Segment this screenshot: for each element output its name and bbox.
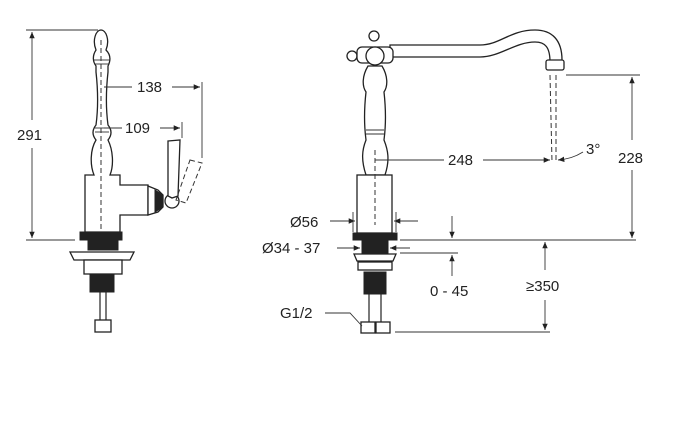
dimension-spout-reach: 248: [375, 152, 550, 169]
front-view: 248 3° 228 Ø56 Ø34 - 37 0 - 45: [262, 29, 643, 334]
faucet-side-body: [68, 29, 203, 333]
dim-label-138: 138: [137, 79, 162, 96]
dim-label-228: 228: [618, 150, 643, 167]
dim-label-d34-37: Ø34 - 37: [262, 240, 320, 257]
dimension-handle-reach: 109: [104, 120, 183, 138]
dimension-spout-angle: 3°: [557, 141, 600, 163]
faucet-front-body: [346, 29, 565, 334]
dim-label-d56: Ø56: [290, 214, 318, 231]
side-view: 291 138 109: [17, 29, 203, 333]
dim-label-3deg: 3°: [586, 141, 600, 158]
dimension-body-diameter: Ø56: [290, 212, 418, 232]
dimension-min-hose-length: ≥350: [395, 242, 559, 333]
lever-handle: [167, 139, 181, 199]
dim-label-248: 248: [448, 152, 473, 169]
dim-label-0-45: 0 - 45: [430, 283, 468, 300]
dim-label-350: ≥350: [526, 278, 559, 295]
dimension-handle-reach-open: 138: [104, 79, 203, 158]
dim-label-291: 291: [17, 127, 42, 144]
dimension-hole-diameter: Ø34 - 37: [262, 240, 410, 257]
callout-connection-thread: G1/2: [280, 305, 363, 327]
dim-label-109: 109: [125, 120, 150, 137]
dimension-height-total: 291: [17, 29, 98, 241]
label-g1-2: G1/2: [280, 305, 313, 322]
dimension-deck-thickness: 0 - 45: [430, 216, 468, 300]
dimension-spout-height: 228: [566, 74, 643, 238]
